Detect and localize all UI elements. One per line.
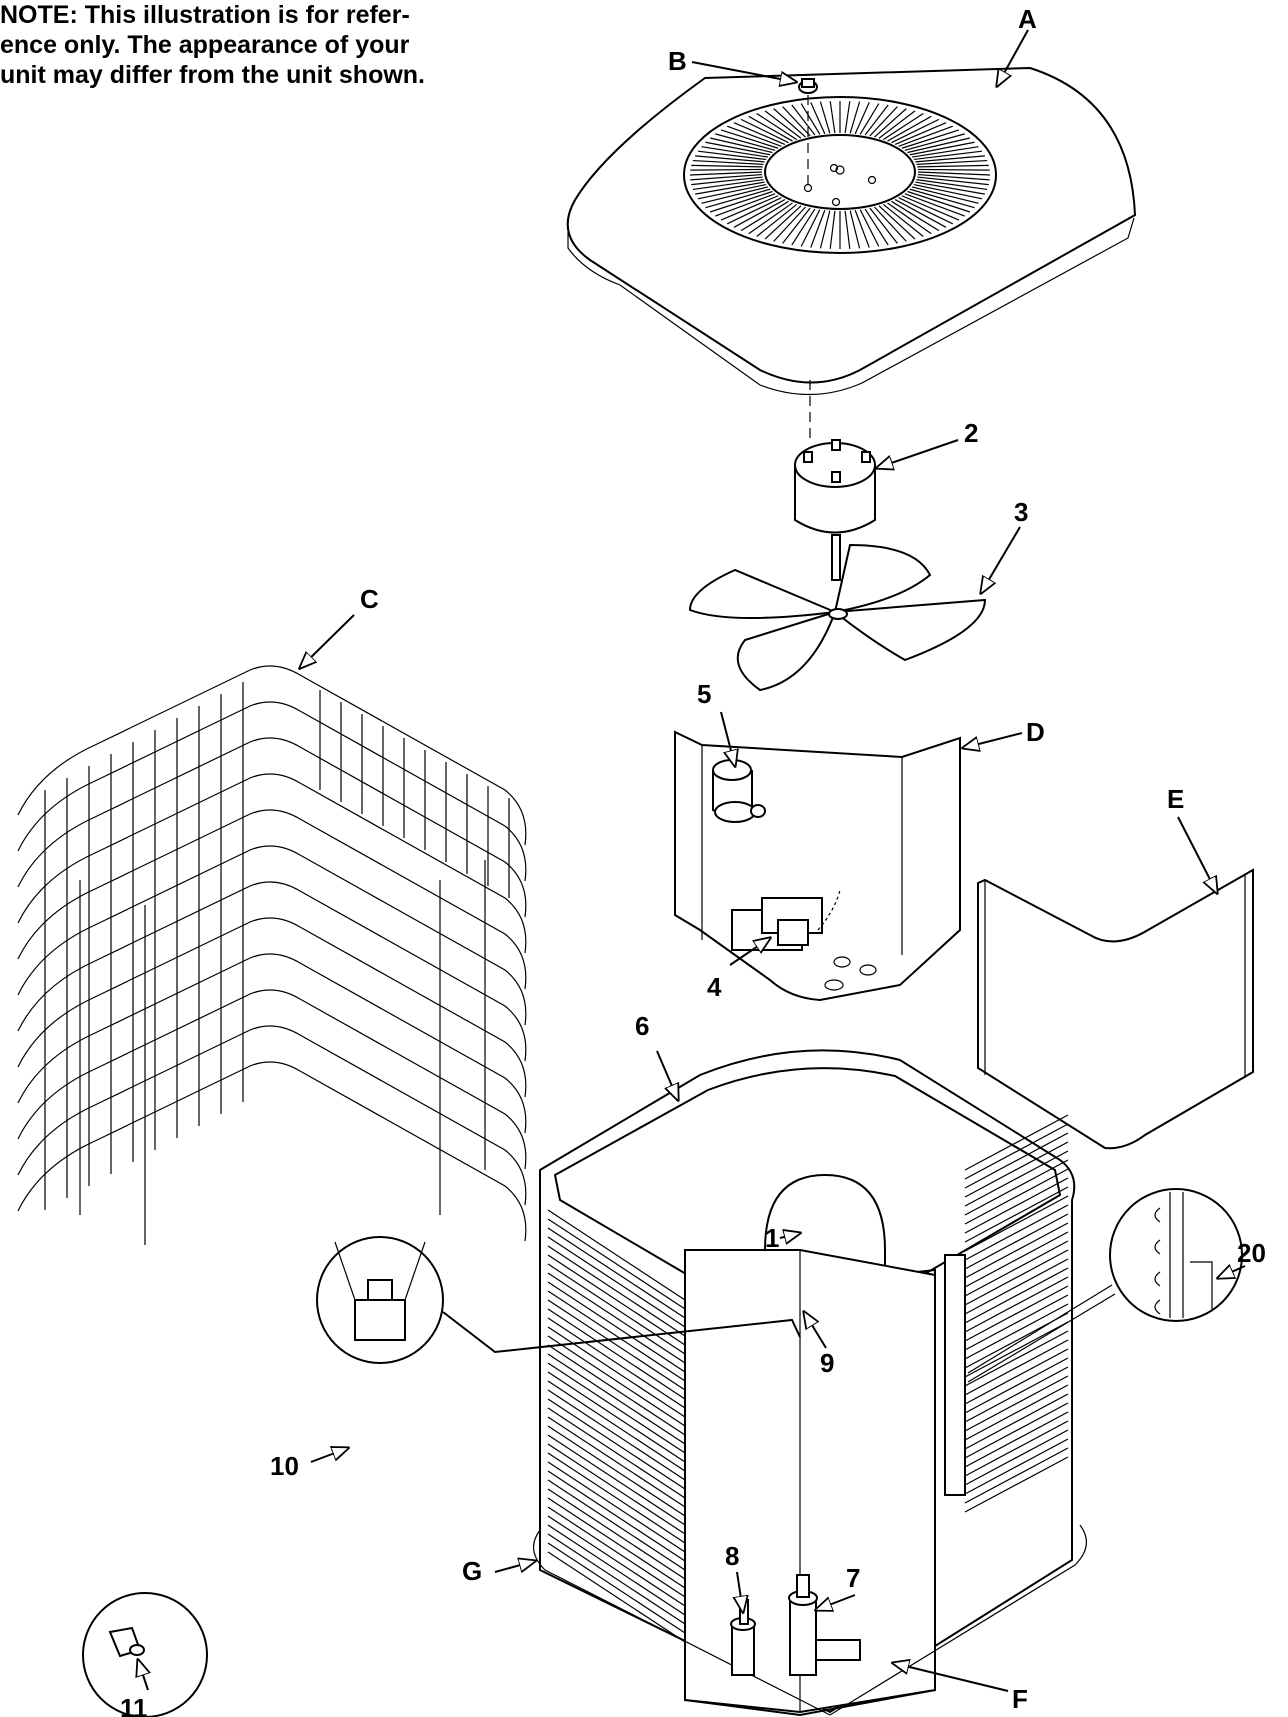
service-valve-suction-part xyxy=(788,1574,861,1676)
callout-6: 6 xyxy=(635,1011,649,1041)
fan-blade-part xyxy=(688,543,987,692)
callout-C: C xyxy=(360,584,379,614)
callout-5: 5 xyxy=(697,679,711,709)
side-panel-part xyxy=(977,868,1254,1150)
callout-10: 10 xyxy=(270,1451,299,1481)
detail-circle-11 xyxy=(82,1592,208,1717)
control-panel-part xyxy=(674,730,961,1002)
detail-circle-20 xyxy=(967,1188,1243,1383)
leader-lines xyxy=(138,29,1246,1692)
callout-F: F xyxy=(1012,1684,1028,1714)
callout-G: G xyxy=(462,1556,482,1586)
base-pan-part xyxy=(533,1524,1087,1716)
note-line-3: unit may differ from the unit shown. xyxy=(0,61,425,89)
callout-20: 20 xyxy=(1237,1238,1266,1268)
note-line-2: ence only. The appearance of your xyxy=(0,31,410,59)
callout-2: 2 xyxy=(964,418,978,448)
callout-8: 8 xyxy=(725,1541,739,1571)
callout-3: 3 xyxy=(1014,497,1028,527)
bolt-part xyxy=(798,78,818,94)
contactor-part xyxy=(731,889,841,951)
callout-4: 4 xyxy=(707,972,722,1002)
callout-7: 7 xyxy=(846,1563,860,1593)
fan-motor-part xyxy=(794,439,876,581)
note-line-1: NOTE: This illustration is for refer- xyxy=(0,1,410,29)
callout-A: A xyxy=(1018,4,1037,34)
callout-1: 1 xyxy=(765,1223,779,1253)
callout-B: B xyxy=(668,46,687,76)
callout-9: 9 xyxy=(820,1348,834,1378)
callout-E: E xyxy=(1167,784,1184,814)
detail-circle-10 xyxy=(316,1236,801,1364)
wire-guard-part xyxy=(17,665,527,1245)
illustration-note: NOTE: This illustration is for refer- en… xyxy=(0,0,470,90)
callout-labels: A B C D E F G 1 2 3 4 5 6 7 8 9 10 11 20 xyxy=(120,4,1266,1717)
top-cover-part xyxy=(566,66,1137,396)
callout-11: 11 xyxy=(120,1693,148,1717)
callout-D: D xyxy=(1026,717,1045,747)
